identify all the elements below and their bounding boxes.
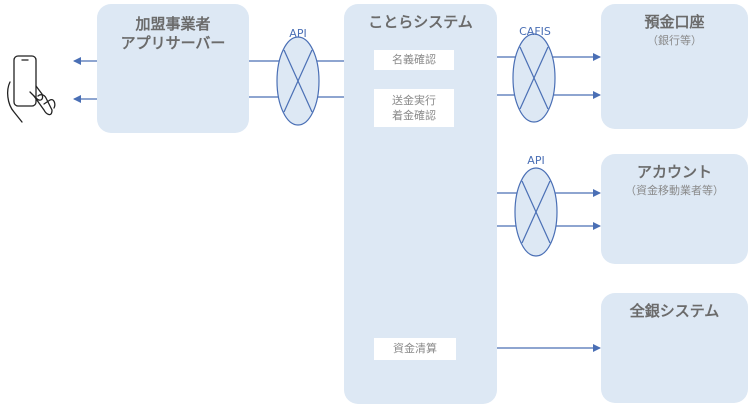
kotora-system-box: ことらシステム [344,4,497,404]
kotora-system-title: ことらシステム [368,13,473,31]
name-check-process: 名義確認 [374,50,454,70]
smartphone-hand-icon [7,55,56,123]
account-title: アカウント [636,163,712,181]
cafis-gateway-shape [512,33,556,123]
api-merchant-gateway-shape [276,36,320,126]
deposit-account-subtitle: （銀行等） [647,34,702,47]
account-subtitle: （資金移動業者等） [625,184,724,197]
settlement-process: 資金清算 [374,338,456,360]
api-merchant-label: API [289,27,307,40]
account-box: アカウント （資金移動業者等） [601,154,748,264]
api-account-gateway-shape [514,167,558,257]
cafis-label: CAFIS [519,25,551,38]
api-account-label: API [527,154,545,167]
zengin-system-box: 全銀システム [601,293,748,403]
zengin-system-title: 全銀システム [629,302,720,320]
merchant-app-server-box: 加盟事業者 アプリサーバー [97,4,249,133]
deposit-account-title: 預金口座 [644,13,705,31]
deposit-account-box: 預金口座 （銀行等） [601,4,748,129]
merchant-app-server-title: 加盟事業者 アプリサーバー [120,15,226,52]
transfer-confirm-process: 送金実行 着金確認 [374,89,454,127]
